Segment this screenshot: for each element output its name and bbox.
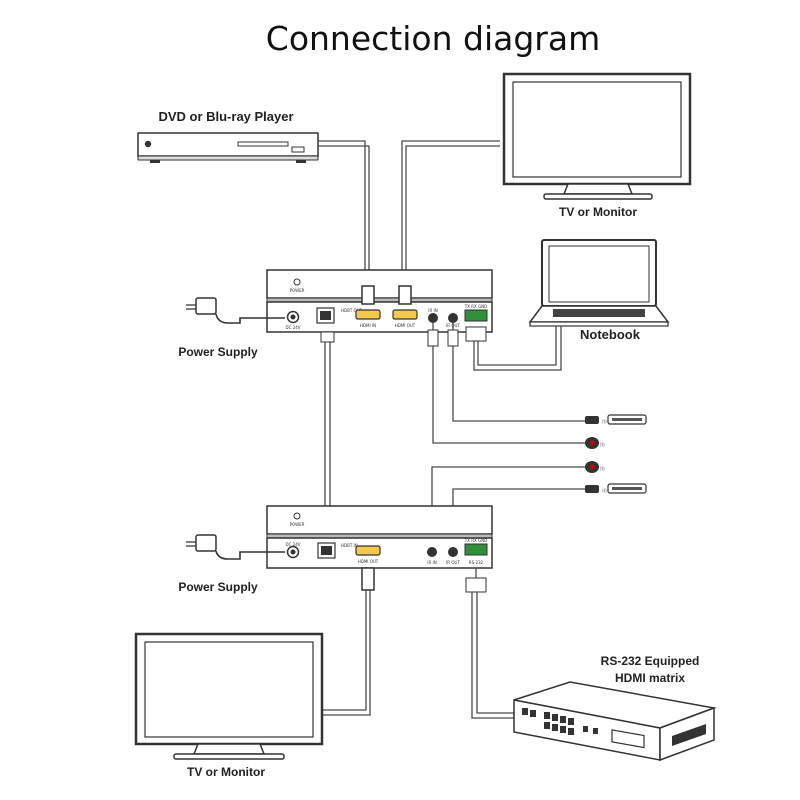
tv-top-label: TV or Monitor — [559, 205, 637, 219]
svg-text:DC 24V: DC 24V — [286, 325, 301, 330]
svg-text:TX RX GND: TX RX GND — [464, 538, 487, 543]
power-supply-bottom-label: Power Supply — [178, 580, 258, 594]
ir-receiver-top: ))) — [585, 437, 605, 449]
tv-monitor-top: TV or Monitor — [502, 72, 692, 219]
svg-text:HDMI IN: HDMI IN — [360, 323, 376, 328]
svg-text:))): ))) — [602, 488, 607, 493]
svg-text:IR IN: IR IN — [427, 560, 436, 565]
notebook-device: Notebook — [528, 239, 670, 342]
transmitter-unit: POWER DC 24V HDBT OUT HDMI IN HDMI OUT I… — [266, 269, 493, 342]
page-title: Connection diagram — [266, 19, 600, 58]
power-supply-top-label: Power Supply — [178, 345, 258, 359]
svg-text:DC 24V: DC 24V — [286, 542, 301, 547]
ir-emitter-top: ))) — [585, 414, 647, 425]
svg-text:RS-232: RS-232 — [469, 560, 484, 565]
svg-text:IR IN: IR IN — [428, 308, 437, 313]
svg-text:))): ))) — [600, 466, 605, 471]
hdmi-matrix-device: RS-232 Equipped HDMI matrix — [513, 654, 717, 762]
svg-text:IR OUT: IR OUT — [446, 560, 460, 565]
svg-text:))): ))) — [600, 442, 605, 447]
dvd-player-device: DVD or Blu-ray Player — [137, 109, 319, 163]
ir-receiver-bottom: ))) — [585, 461, 605, 473]
dvd-label: DVD or Blu-ray Player — [158, 109, 293, 124]
tv-bottom-label: TV or Monitor — [187, 765, 265, 779]
rx-power-label: POWER — [290, 522, 305, 527]
svg-text:TX RX GND: TX RX GND — [464, 304, 487, 309]
svg-text:HDBT OUT: HDBT OUT — [341, 308, 363, 313]
tv-monitor-bottom: TV or Monitor — [134, 632, 324, 779]
svg-text:HDMI OUT: HDMI OUT — [395, 323, 416, 328]
ir-emitter-bottom: ))) — [585, 483, 647, 494]
power-supply-top: Power Supply — [178, 297, 285, 359]
matrix-label-line2: HDMI matrix — [615, 671, 685, 685]
tx-power-label: POWER — [290, 288, 305, 293]
power-supply-bottom: Power Supply — [178, 534, 285, 594]
receiver-unit: POWER DC 24V HDBT IN HDMI OUT IR IN IR O… — [266, 505, 493, 569]
matrix-label-line1: RS-232 Equipped — [601, 654, 700, 668]
notebook-label: Notebook — [580, 327, 641, 342]
svg-text:))): ))) — [602, 419, 607, 424]
svg-text:HDMI OUT: HDMI OUT — [358, 559, 379, 564]
svg-text:HDBT IN: HDBT IN — [341, 543, 358, 548]
